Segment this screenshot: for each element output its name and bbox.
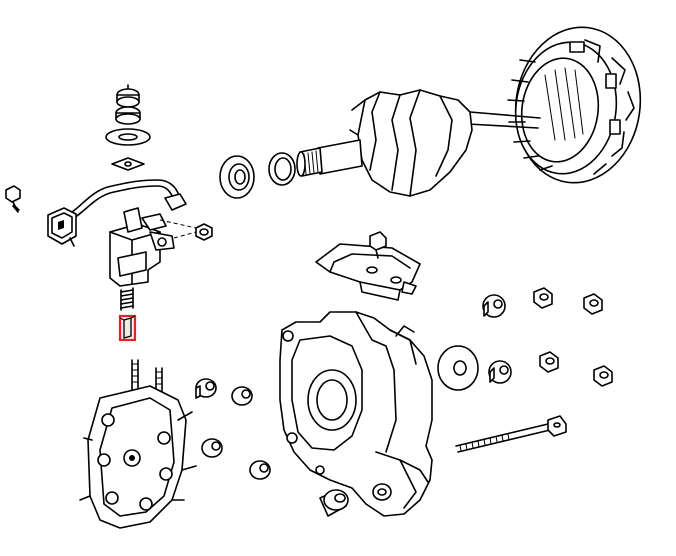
bushing-1[interactable] xyxy=(195,378,217,399)
screw-part[interactable] xyxy=(5,185,21,213)
housing-part[interactable] xyxy=(279,311,433,517)
nut-right-3[interactable] xyxy=(583,293,603,315)
bushing-3[interactable] xyxy=(201,438,223,458)
bushing-2[interactable] xyxy=(231,386,253,406)
terminal-nut-stack[interactable] xyxy=(105,84,151,171)
through-bolt[interactable] xyxy=(455,415,567,453)
nut-right-1[interactable] xyxy=(482,294,506,318)
nut-right-2[interactable] xyxy=(533,287,553,309)
nut-part[interactable] xyxy=(195,223,213,241)
rotor-part[interactable] xyxy=(296,89,541,197)
nut-right-5[interactable] xyxy=(539,351,559,373)
washer-part[interactable] xyxy=(437,345,479,391)
brush-carbon-highlighted[interactable] xyxy=(118,314,137,342)
rectifier-part[interactable] xyxy=(79,359,197,529)
nut-right-6[interactable] xyxy=(593,365,613,387)
bracket-plate[interactable] xyxy=(315,231,421,301)
bushing-5[interactable] xyxy=(319,489,349,517)
nut-right-4[interactable] xyxy=(488,360,512,384)
brush-spring[interactable] xyxy=(120,287,134,311)
stator-part[interactable] xyxy=(506,19,651,191)
bearing-part[interactable] xyxy=(219,155,255,199)
wire-harness[interactable] xyxy=(47,179,187,247)
bushing-4[interactable] xyxy=(249,460,271,480)
regulator-part[interactable] xyxy=(109,207,197,287)
o-ring-part[interactable] xyxy=(268,152,296,186)
